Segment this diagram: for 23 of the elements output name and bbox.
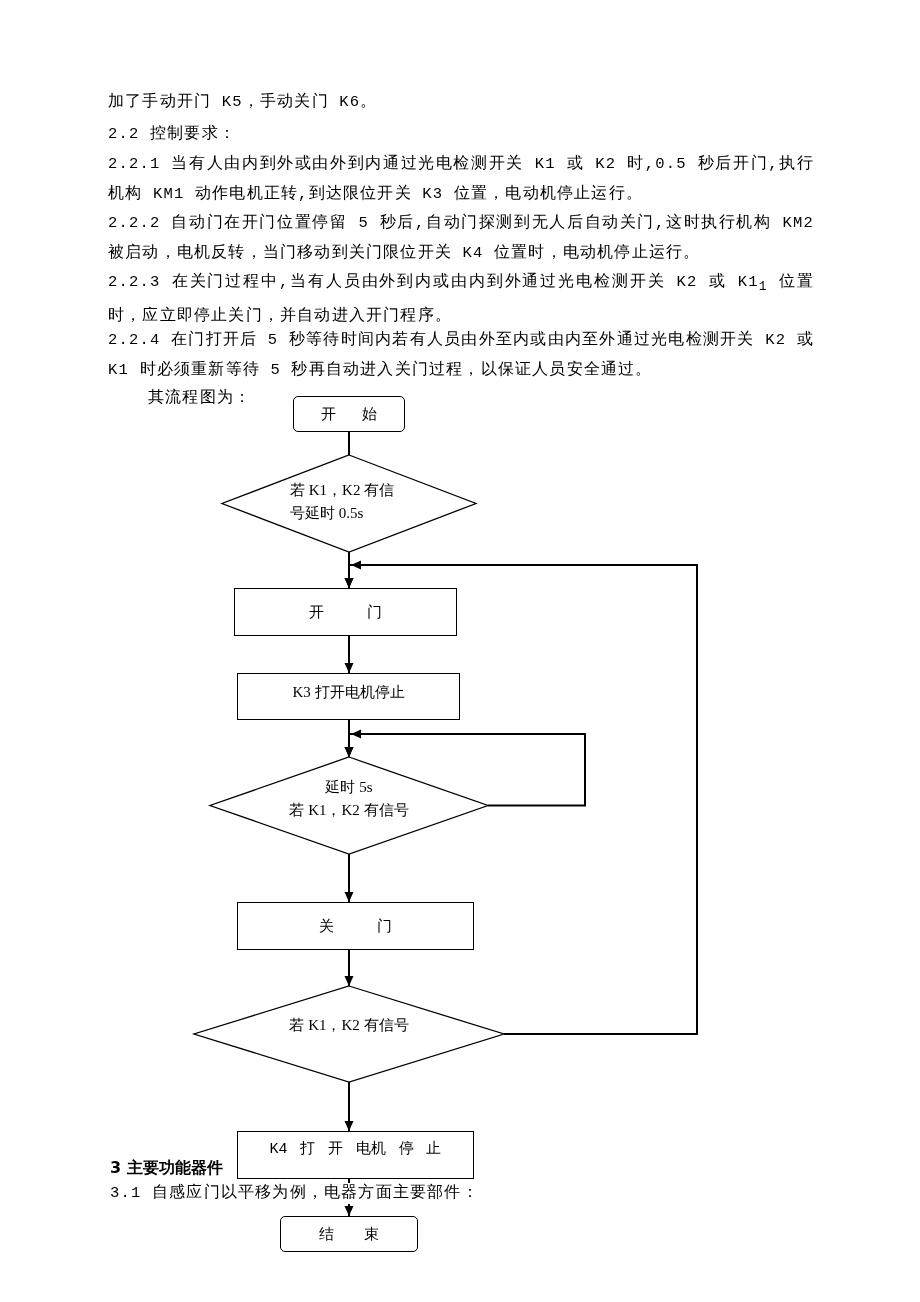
decision-diamond: 若 K1，K2 有信号	[194, 986, 504, 1082]
decision-diamond: 若 K1，K2 有信号延时 0.5s	[222, 455, 476, 552]
paragraph: 加了手动开门 K5，手动关门 K6。	[108, 91, 379, 113]
paragraph: 其流程图为：	[148, 387, 252, 409]
process-box: 开 门	[234, 588, 457, 636]
process-box: K4 打 开 电机 停 止	[237, 1131, 474, 1179]
arrow	[344, 853, 354, 903]
arrow	[344, 1081, 354, 1132]
arrow	[344, 560, 698, 1035]
paragraph: 2.2.3 在关门过程中,当有人员由外到内或由内到外通过光电检测开关 K2 或 K1$_{1}$ 位置时，应立即停止关门，并自动进入开门程序。	[108, 271, 814, 327]
terminal-box: 开 始	[293, 396, 405, 432]
paragraph: 2.2.4 在门打开后 5 秒等待时间内若有人员由外至内或由内至外通过光电检测开关 K2 或 K1 时必须重新等待 5 秒再自动进入关门过程，以保证人员安全通过。	[108, 329, 814, 381]
arrow	[344, 729, 586, 807]
process-box: K3 打开电机停止	[237, 673, 460, 720]
section-heading: 3 主要功能器件	[110, 1157, 223, 1179]
arrow	[344, 635, 354, 674]
decision-diamond: 延时 5s 若 K1，K2 有信号	[210, 757, 488, 854]
paragraph: 2.2.2 自动门在开门位置停留 5 秒后,自动门探测到无人后自动关门,这时执行机构 KM2 被启动，电机反转，当门移动到关门限位开关 K4 位置时，电动机停止运行。	[108, 212, 814, 264]
process-box: 关 门	[237, 902, 474, 950]
paragraph: 2.2.1 当有人由内到外或由外到内通过光电检测开关 K1 或 K2 时,0.5 秒后开门,执行机构 KM1 动作电机正转,到达限位开关 K3 位置，电动机停止运行。	[108, 153, 814, 205]
terminal-box: 结 束	[280, 1216, 418, 1252]
section-heading: 2.2 控制要求：	[108, 124, 237, 145]
arrow	[344, 949, 354, 987]
